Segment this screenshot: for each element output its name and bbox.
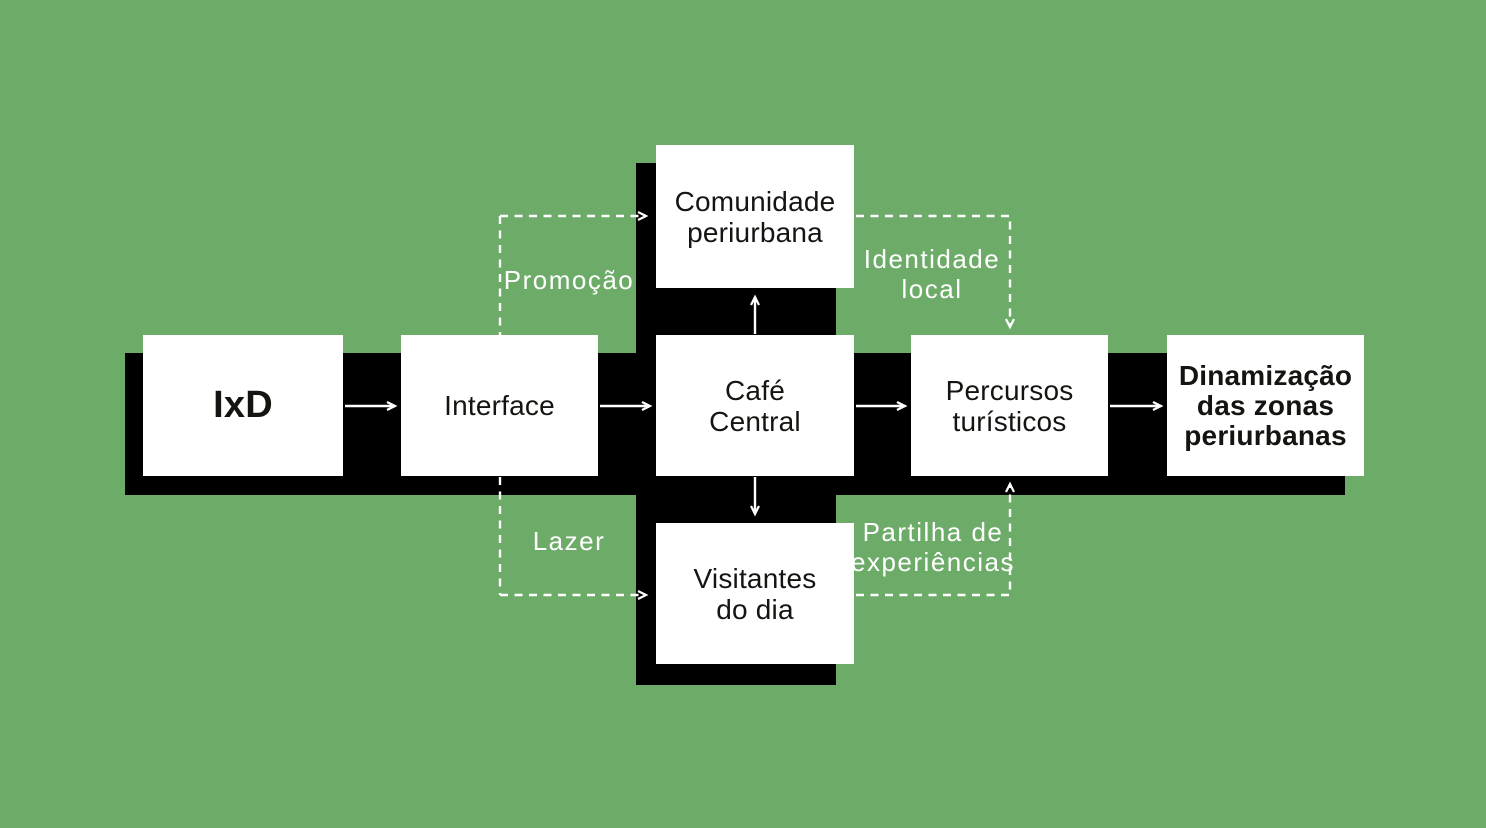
node-visitantes-do-dia: Visitantes do dia	[656, 523, 854, 664]
node-cafe-central: Café Central	[656, 335, 854, 476]
edge-label-identidade-local: Identidade local	[863, 244, 1001, 304]
node-comunidade-periurbana: Comunidade periurbana	[656, 145, 854, 288]
node-percursos-turisticos: Percursos turísticos	[911, 335, 1108, 476]
node-dinamizacao-zonas-periurbanas: Dinamização das zonas periurbanas	[1167, 335, 1364, 476]
node-ixd: IxD	[143, 335, 343, 476]
node-ixd-label: IxD	[213, 384, 273, 426]
edge-label-promocao: Promoção	[503, 265, 635, 295]
dashed-arrow-identidade-local	[856, 214, 1015, 330]
node-dinamizacao-label: Dinamização das zonas periurbanas	[1178, 359, 1353, 451]
node-interface: Interface	[401, 335, 598, 476]
node-cafe-central-label: Café Central	[709, 374, 801, 437]
dashed-arrow-partilha-experiencias	[856, 481, 1015, 597]
node-visitantes-do-dia-label: Visitantes do dia	[693, 562, 817, 625]
node-percursos-turisticos-label: Percursos turísticos	[945, 374, 1074, 437]
node-comunidade-periurbana-label: Comunidade periurbana	[674, 185, 836, 248]
node-interface-label: Interface	[444, 390, 555, 421]
edge-label-partilha-experiencias: Partilha de experiências	[851, 517, 1015, 577]
edge-label-lazer: Lazer	[532, 526, 606, 556]
